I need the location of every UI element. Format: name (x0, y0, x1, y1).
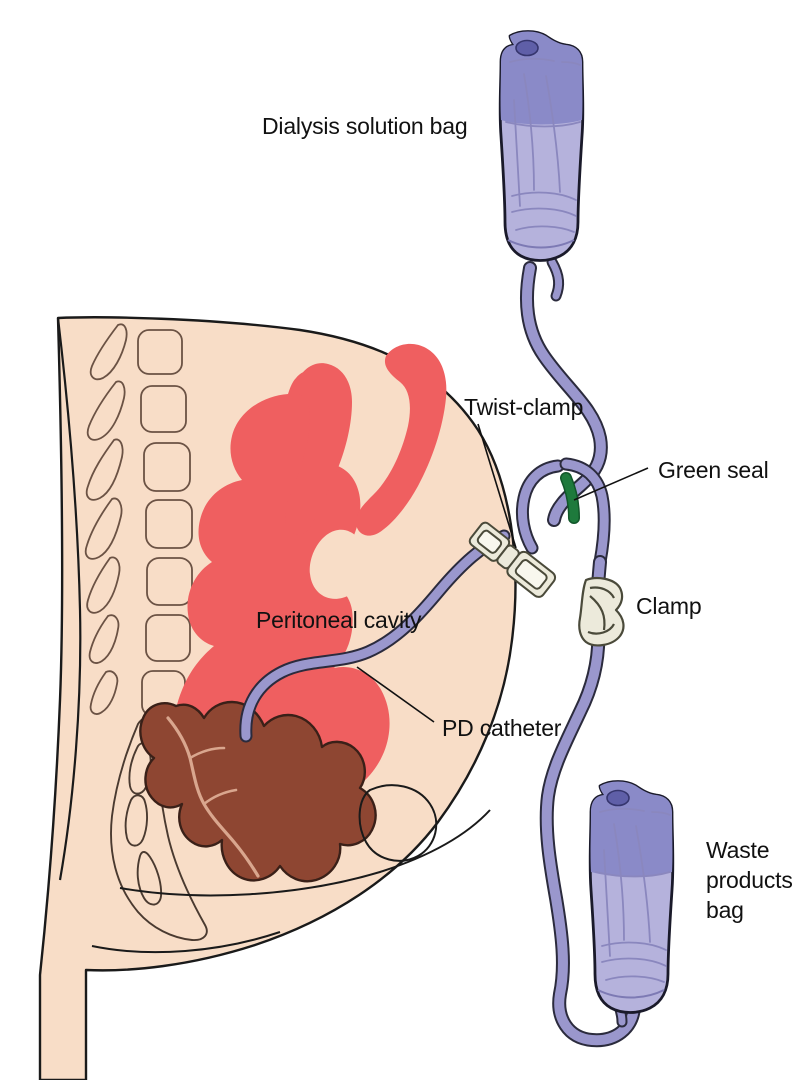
label-peritoneal-cavity: Peritoneal cavity (256, 607, 422, 633)
spinous-process (89, 323, 128, 381)
dialysis-solution-bag (498, 30, 585, 262)
back-contour (56, 317, 82, 881)
spinous-process (85, 438, 124, 501)
vertebra-body (143, 442, 191, 492)
vertebra-body (145, 499, 193, 549)
label-dialysis-solution-bag: Dialysis solution bag (262, 113, 467, 139)
label-waste-products-bag-line3: bag (706, 897, 744, 923)
vertebra-body (140, 385, 187, 433)
sacral-foramen (124, 794, 148, 847)
slide-clamp-jaw-upper (589, 586, 615, 599)
colon-outline (139, 700, 377, 883)
bowel-colon (139, 700, 377, 883)
bag-stub-fill (548, 258, 563, 300)
slide-clamp (578, 577, 625, 647)
colon-haustra-branch (188, 746, 226, 760)
waste-bag-top-shade (590, 781, 673, 877)
cavity-inner-notch (309, 529, 367, 599)
leader-lines (356, 423, 649, 723)
pelvis-sacrum (110, 715, 208, 941)
spinous-process (86, 556, 121, 614)
y-right-fill (561, 459, 609, 567)
labels-group: Dialysis solution bag Twist-clamp Green … (256, 113, 793, 923)
slide-clamp-hinge (589, 595, 606, 631)
cavity-upper-lobe-right (356, 343, 447, 536)
pd-catheter-fill (241, 531, 509, 741)
label-waste-products-bag-line2: products (706, 867, 793, 893)
pelvic-organ-outline (358, 784, 438, 862)
peritoneal-cavity-region (173, 369, 390, 810)
green-seal-fill (561, 473, 579, 523)
spinous-process (88, 614, 120, 664)
dialysis-bag-fold-lines (505, 57, 581, 233)
dialysis-bag-hanger-hole (515, 39, 539, 57)
green-seal (560, 472, 580, 524)
drain-line-fill (541, 557, 640, 1046)
label-clamp: Clamp (636, 593, 701, 619)
tubing-system (239, 256, 642, 1048)
label-pd-catheter: PD catheter (442, 715, 562, 741)
dialysis-bag-bottom-seam (507, 239, 575, 249)
dialysis-bag-outlet-stub (546, 256, 565, 302)
vertebra-body (146, 557, 193, 606)
twist-clamp-segment-inner (476, 529, 503, 554)
label-twist-clamp: Twist-clamp (464, 394, 583, 420)
twist-clamp-segment-main-inner (514, 559, 548, 590)
spinous-process (89, 670, 119, 715)
leader-twist-clamp (477, 423, 517, 549)
leader-green-seal (573, 467, 649, 501)
lower-abdominal-crease (91, 931, 281, 954)
y-loop-right-arm (559, 457, 611, 569)
waste-products-bag (588, 780, 675, 1014)
patient-torso (38, 316, 517, 1080)
spinous-process (84, 497, 123, 560)
twist-clamp (468, 521, 557, 598)
colon-haustra-branch (202, 788, 238, 806)
abdominal-crease (119, 809, 491, 897)
waste-bag-hanger-hole (606, 789, 630, 807)
cavity-upper-lobe-left (285, 363, 352, 535)
label-waste-products-bag-line1: Waste (706, 837, 769, 863)
y-loop-left-arm (515, 459, 565, 555)
slide-clamp-jaw-lower (587, 623, 615, 635)
pd-catheter (239, 529, 511, 743)
spinous-process (86, 380, 126, 441)
leader-pd-catheter (356, 666, 435, 723)
y-left-fill (517, 461, 563, 553)
spine (84, 323, 193, 717)
label-green-seal: Green seal (658, 457, 769, 483)
vertebra-body (137, 329, 183, 375)
waste-bag-fold-lines (595, 807, 671, 983)
vertebra-body (145, 614, 191, 662)
waste-bag-bottom-seam (597, 989, 665, 999)
drain-line (539, 555, 642, 1048)
